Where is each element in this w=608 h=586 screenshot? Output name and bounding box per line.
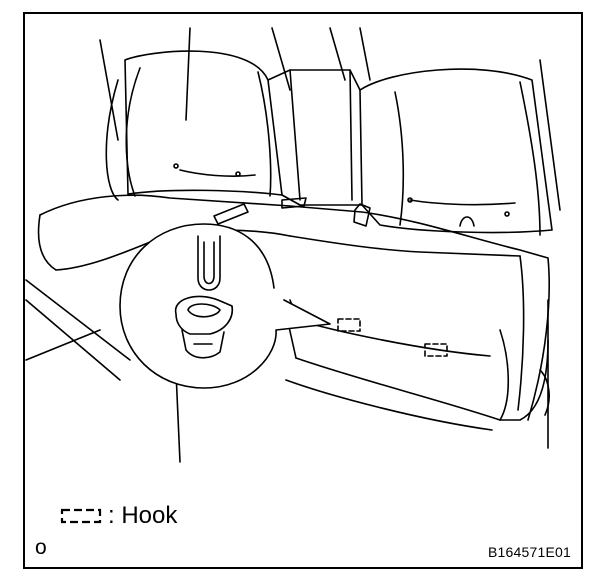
left-seatback bbox=[105, 50, 283, 201]
center-section bbox=[267, 69, 363, 206]
legend-label: : Hook bbox=[108, 502, 178, 529]
lower-panel-lines bbox=[25, 279, 549, 463]
right-seatback bbox=[359, 68, 553, 236]
hook-location-marks bbox=[337, 318, 448, 357]
corner-mark: o bbox=[35, 536, 47, 559]
seatback-pins bbox=[173, 163, 510, 227]
back-panel-lines bbox=[99, 27, 561, 211]
hook-callout bbox=[119, 223, 331, 389]
legend: : Hook bbox=[60, 504, 177, 528]
illustration-frame bbox=[23, 12, 583, 569]
hook-symbol-icon bbox=[60, 508, 102, 524]
figure-id: B164571E01 bbox=[488, 544, 571, 560]
